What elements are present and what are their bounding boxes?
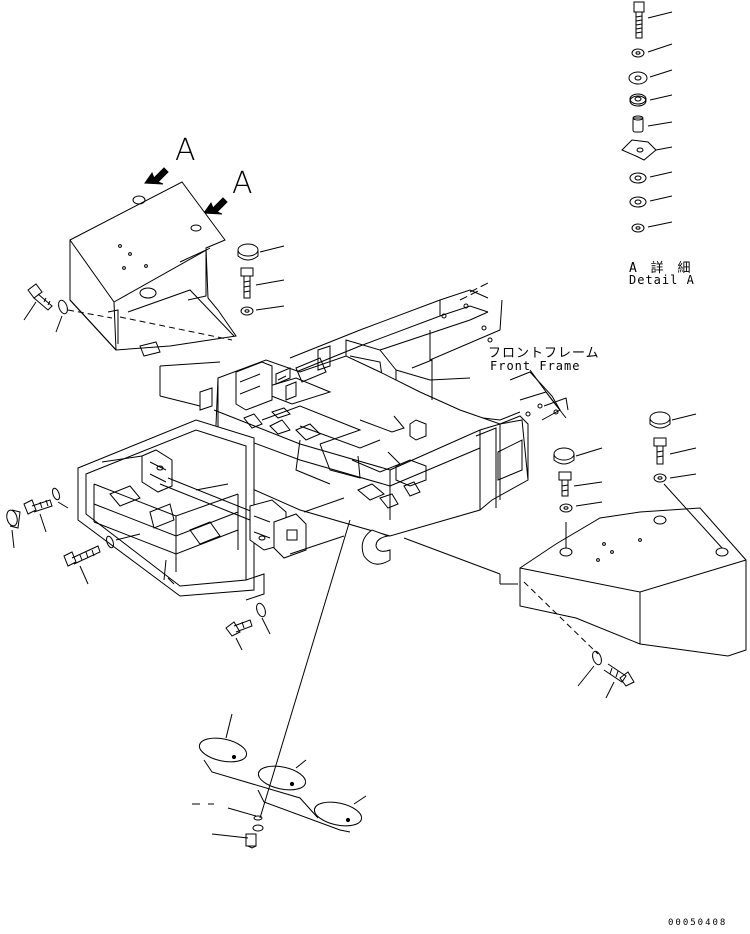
right-leader (664, 484, 722, 548)
left-cover-cap (238, 244, 284, 260)
detail-a-stack (622, 2, 672, 232)
frame-leaders (460, 282, 490, 300)
left-cover-washer (56, 299, 112, 332)
view-arrow-2 (204, 198, 227, 214)
right-bolt-2 (654, 438, 696, 464)
view-label-a-secondary: A (232, 166, 253, 201)
grille-hinge (102, 450, 306, 558)
front-frame (160, 290, 568, 564)
grille-washer-3 (255, 602, 270, 634)
grille-bolt-2 (64, 546, 100, 584)
right-cap-1 (554, 448, 602, 464)
plate-brackets (204, 760, 350, 832)
right-washer-1 (560, 502, 602, 512)
left-cover-bolt (24, 284, 52, 320)
grille-bolt-1 (24, 500, 52, 532)
front-frame-label-jp: フロントフレーム (488, 346, 600, 361)
right-cover (520, 508, 746, 656)
detail-collar (633, 116, 672, 132)
grille-washer-1 (51, 487, 68, 508)
grille-cap (5, 509, 20, 548)
plate-leader (260, 520, 350, 818)
detail-mount-plate (622, 140, 672, 160)
left-upper-cover (70, 182, 236, 356)
plate-screw (192, 804, 263, 848)
detail-label-en: Detail A (629, 273, 695, 287)
detail-washer-1 (632, 44, 672, 57)
plate-1 (197, 714, 249, 766)
grille-leader (164, 560, 166, 580)
right-lower-bolt (604, 664, 634, 698)
left-cover-top-washer (241, 306, 284, 315)
left-cover-top-bolt (241, 268, 284, 298)
detail-label-jp: A 詳 細 (629, 261, 694, 276)
right-bolt-1 (559, 472, 602, 496)
document-number: 00050408 (668, 918, 728, 928)
front-grille (78, 420, 264, 600)
detail-washer-3 (630, 94, 672, 106)
detail-washer-5 (630, 196, 672, 207)
plate-3 (312, 796, 366, 830)
assembly-dash-lines (290, 498, 518, 584)
right-washer-2 (654, 474, 696, 482)
grille-washer-2 (105, 534, 140, 549)
detail-washer-2 (629, 70, 672, 84)
detail-washer-4 (630, 172, 672, 183)
grille-bolt-3 (226, 620, 252, 650)
front-frame-label-en: Front Frame (490, 359, 581, 373)
right-cap-2 (650, 412, 696, 428)
detail-washer-6 (632, 222, 672, 232)
view-arrow-1 (145, 168, 168, 184)
plate-2 (256, 760, 308, 794)
view-label-a: A (175, 133, 196, 168)
right-lower-washer (578, 650, 603, 686)
detail-bolt (634, 2, 672, 38)
